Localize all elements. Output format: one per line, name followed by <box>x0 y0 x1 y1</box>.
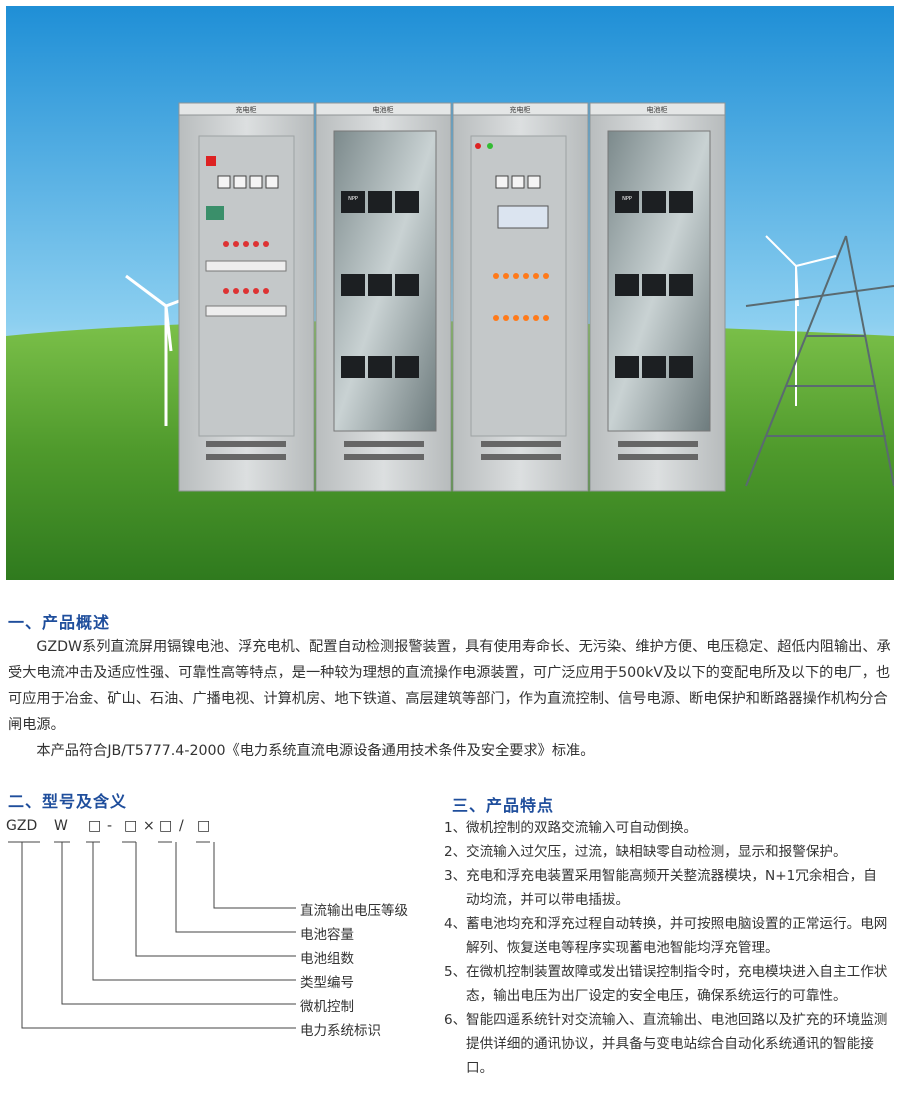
feature-item: 2、交流输入过欠压，过流，缺相缺零自动检测，显示和报警保护。 <box>440 840 890 864</box>
feature-item: 5、在微机控制装置故障或发出错误控制指令时，充电模块进入自主工作状态，输出电压为… <box>440 960 890 1008</box>
feature-item: 3、充电和浮充电装置采用智能高频开关整流器模块，N+1冗余相合，自动均流，并可以… <box>440 864 890 912</box>
code-part: / <box>179 818 184 834</box>
code-part: × <box>143 818 155 834</box>
feature-number: 6、 <box>444 1012 467 1028</box>
model-label: 电池容量 <box>300 927 354 943</box>
code-part: GZD <box>6 818 38 834</box>
feature-item: 1、微机控制的双路交流输入可自动倒换。 <box>440 816 890 840</box>
feature-text: 蓄电池均充和浮充过程自动转换，并可按照电脑设置的正常运行。电网解列、恢复送电等程… <box>466 916 888 956</box>
features-list: 1、微机控制的双路交流输入可自动倒换。 2、交流输入过欠压，过流，缺相缺零自动检… <box>440 816 890 1080</box>
code-part: □ <box>197 818 211 834</box>
feature-number: 4、 <box>444 916 467 932</box>
hero-illustration: 充电柜 电池柜 充电柜 电池柜 NPP NPP <box>6 6 894 580</box>
model-label: 类型编号 <box>300 975 354 991</box>
cabinet-label: 充电柜 <box>236 105 257 114</box>
feature-number: 2、 <box>444 844 467 860</box>
overview-paragraph: GZDW系列直流屏用镉镍电池、浮充电机、配置自动检测报警装置，具有使用寿命长、无… <box>8 639 891 733</box>
model-label: 电池组数 <box>300 951 354 967</box>
code-part: W <box>54 818 68 834</box>
code-part: □ <box>124 818 138 834</box>
feature-item: 4、蓄电池均充和浮充过程自动转换，并可按照电脑设置的正常运行。电网解列、恢复送电… <box>440 912 890 960</box>
feature-number: 5、 <box>444 964 467 980</box>
overview-text: GZDW系列直流屏用镉镍电池、浮充电机、配置自动检测报警装置，具有使用寿命长、无… <box>8 634 892 764</box>
wind-turbine <box>125 274 207 426</box>
battery-brand: NPP <box>622 196 632 202</box>
cabinet-label: 电池柜 <box>373 105 394 114</box>
section-heading-model: 二、型号及含义 <box>8 792 128 811</box>
power-pylon <box>745 235 894 487</box>
model-label: 电力系统标识 <box>300 1023 381 1039</box>
section-heading-features: 三、产品特点 <box>452 796 555 815</box>
battery-brand: NPP <box>348 196 358 202</box>
model-label: 直流输出电压等级 <box>300 903 408 919</box>
model-bracket-lines <box>8 841 296 1029</box>
model-label: 微机控制 <box>300 999 354 1015</box>
hero-image: 充电柜 电池柜 充电柜 电池柜 NPP NPP <box>6 6 894 580</box>
feature-number: 1、 <box>444 820 467 836</box>
section-heading-overview: 一、产品概述 <box>8 613 111 632</box>
feature-text: 充电和浮充电装置采用智能高频开关整流器模块，N+1冗余相合，自动均流，并可以带电… <box>466 868 877 908</box>
code-part: □ <box>159 818 173 834</box>
overview-paragraph: 本产品符合JB/T5777.4-2000《电力系统直流电源设备通用技术条件及安全… <box>36 743 595 759</box>
feature-text: 微机控制的双路交流输入可自动倒换。 <box>466 820 698 836</box>
feature-number: 3、 <box>444 868 467 884</box>
feature-text: 在微机控制装置故障或发出错误控制指令时，充电模块进入自主工作状态，输出电压为出厂… <box>466 964 888 1004</box>
feature-item: 6、智能四遥系统针对交流输入、直流输出、电池回路以及扩充的环境监测提供详细的通讯… <box>440 1008 890 1080</box>
cabinet-label: 电池柜 <box>647 105 668 114</box>
code-part: □ <box>88 818 102 834</box>
cabinet-label: 充电柜 <box>510 105 531 114</box>
feature-text: 交流输入过欠压，过流，缺相缺零自动检测，显示和报警保护。 <box>466 844 847 860</box>
feature-text: 智能四遥系统针对交流输入、直流输出、电池回路以及扩充的环境监测提供详细的通讯协议… <box>466 1012 888 1076</box>
cabinet-row <box>178 102 726 492</box>
code-part: - <box>107 818 113 834</box>
